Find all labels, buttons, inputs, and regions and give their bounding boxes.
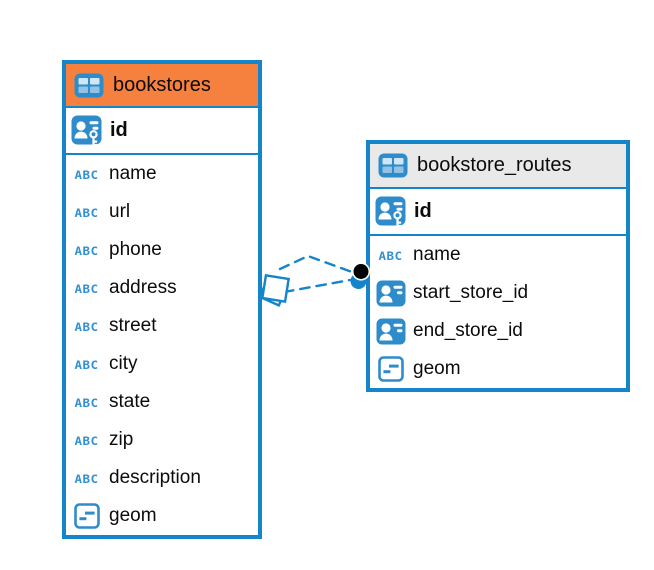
column-row-id[interactable]: id xyxy=(370,189,626,236)
text-type-icon: ABC xyxy=(74,204,99,220)
column-list: ABC name start_store_id xyxy=(370,236,626,388)
column-name: address xyxy=(109,277,177,298)
geometry-type-icon xyxy=(375,356,406,382)
column-name: name xyxy=(413,244,461,265)
table-bookstore-routes[interactable]: bookstore_routes id ABC xyxy=(366,140,630,392)
column-name: street xyxy=(109,315,157,336)
relationship-diamond-marker[interactable] xyxy=(258,273,291,307)
column-row[interactable]: end_store_id xyxy=(370,312,626,350)
column-name: description xyxy=(109,467,201,488)
table-header-bookstores[interactable]: bookstores xyxy=(66,64,258,108)
column-name: id xyxy=(414,200,432,222)
column-list: ABC name ABC url ABC phone ABC address A… xyxy=(66,155,258,535)
column-name: geom xyxy=(413,358,461,379)
text-type-icon: ABC xyxy=(74,356,99,372)
table-header-bookstore-routes[interactable]: bookstore_routes xyxy=(370,144,626,189)
table-icon xyxy=(73,73,104,98)
column-row[interactable]: ABC city xyxy=(66,345,258,383)
primary-key-icon xyxy=(375,196,406,228)
column-name: zip xyxy=(109,429,134,450)
column-name: end_store_id xyxy=(413,320,523,341)
column-row[interactable]: ABC street xyxy=(66,307,258,345)
text-type-icon: ABC xyxy=(74,432,99,448)
text-type-icon: ABC xyxy=(74,280,99,296)
column-row-id[interactable]: id xyxy=(66,108,258,155)
text-type-icon: ABC xyxy=(74,242,99,258)
table-title: bookstore_routes xyxy=(417,154,572,176)
column-name: url xyxy=(109,201,131,222)
column-name: city xyxy=(109,353,138,374)
column-name: geom xyxy=(109,505,157,526)
column-row[interactable]: ABC description xyxy=(66,459,258,497)
reference-user-icon xyxy=(375,280,406,307)
relationship-line-upper xyxy=(278,254,354,274)
column-name: id xyxy=(110,119,128,141)
text-type-icon: ABC xyxy=(378,247,403,263)
table-title: bookstores xyxy=(113,73,211,96)
column-row[interactable]: ABC address xyxy=(66,269,258,307)
reference-user-icon xyxy=(375,318,406,345)
column-row[interactable]: geom xyxy=(370,350,626,388)
column-name: phone xyxy=(109,239,162,260)
text-type-icon: ABC xyxy=(74,470,99,486)
column-row[interactable]: ABC name xyxy=(370,236,626,274)
column-row[interactable]: start_store_id xyxy=(370,274,626,312)
column-name: start_store_id xyxy=(413,282,529,303)
relationship-lines[interactable] xyxy=(278,254,354,294)
primary-key-icon xyxy=(71,115,102,147)
column-name: name xyxy=(109,163,157,184)
column-row[interactable]: ABC url xyxy=(66,193,258,231)
text-type-icon: ABC xyxy=(74,166,99,182)
column-row[interactable]: geom xyxy=(66,497,258,535)
text-type-icon: ABC xyxy=(74,394,99,410)
column-row[interactable]: ABC name xyxy=(66,155,258,193)
geometry-type-icon xyxy=(71,503,102,529)
column-row[interactable]: ABC phone xyxy=(66,231,258,269)
table-icon xyxy=(377,153,408,178)
column-name: state xyxy=(109,391,151,412)
column-row[interactable]: ABC zip xyxy=(66,421,258,459)
column-row[interactable]: ABC state xyxy=(66,383,258,421)
text-type-icon: ABC xyxy=(74,318,99,334)
relationship-line-lower xyxy=(282,278,352,294)
table-bookstores[interactable]: bookstores id ABC xyxy=(62,60,262,539)
